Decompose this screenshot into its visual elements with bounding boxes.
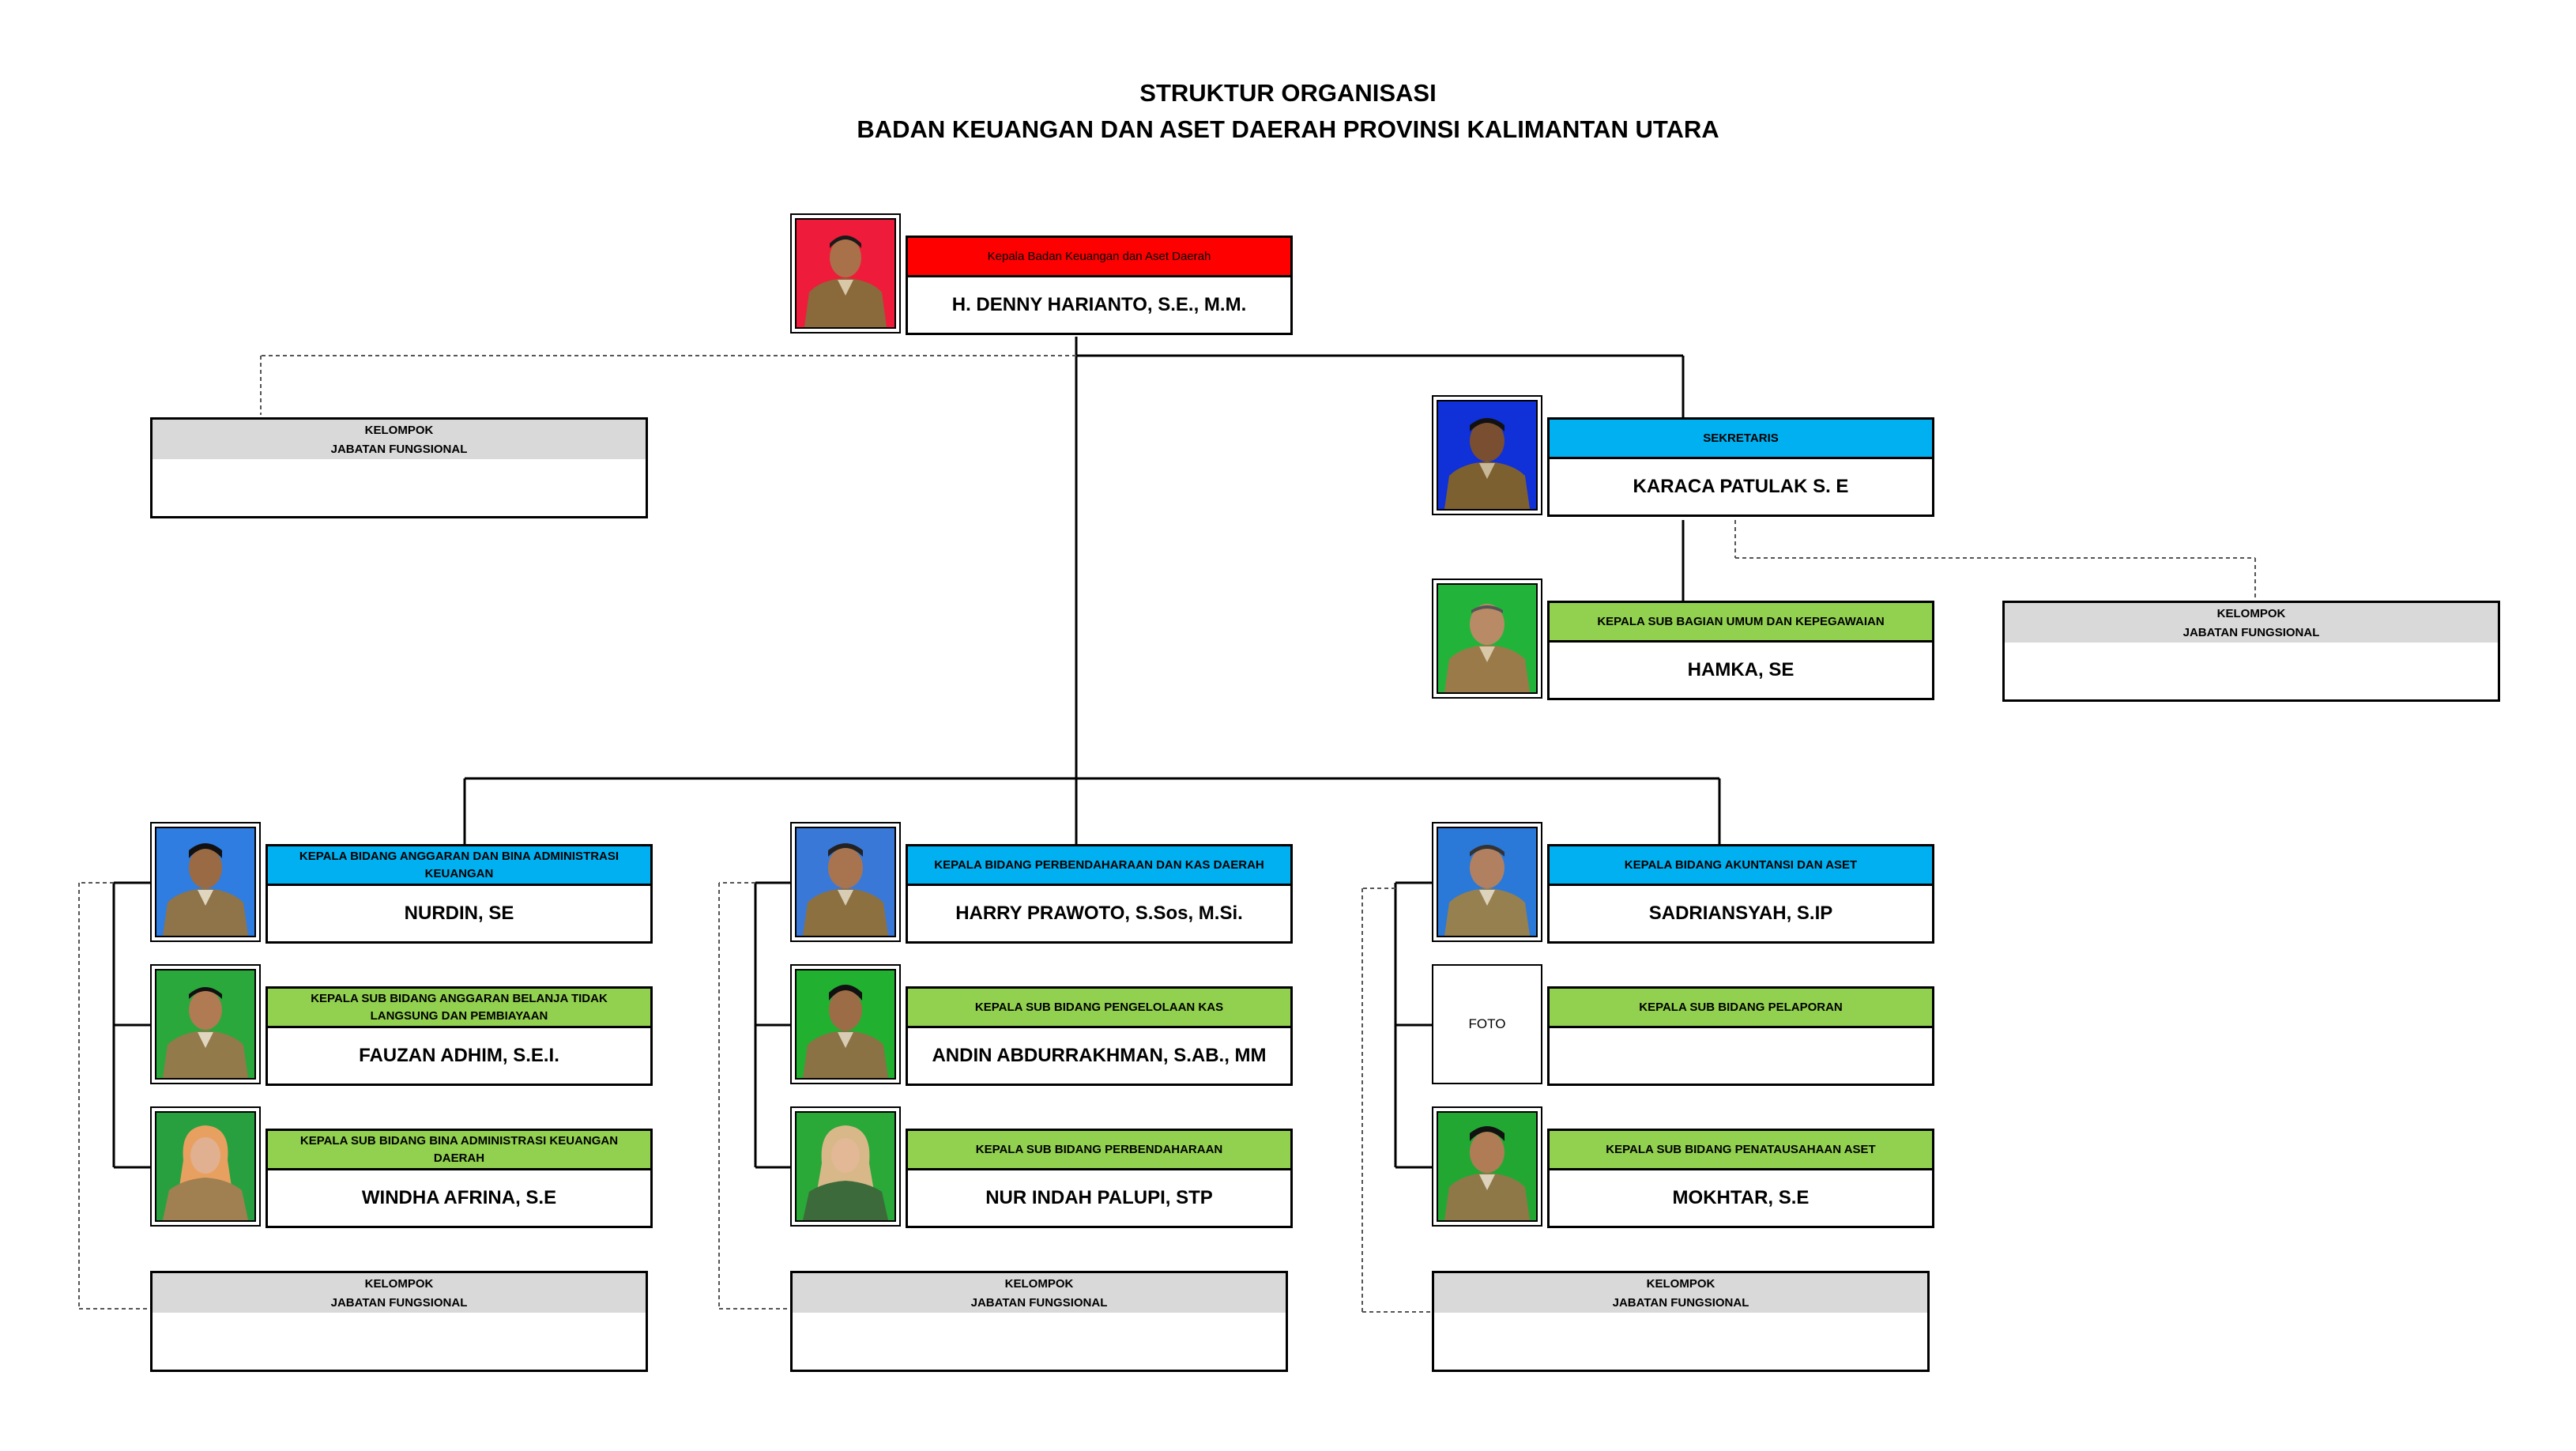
akuntansi-head-photo (1432, 822, 1542, 942)
akuntansi-head-box: KEPALA BIDANG AKUNTANSI DAN ASET SADRIAN… (1547, 844, 1934, 944)
kelompok-anggaran: KELOMPOK JABATAN FUNGSIONAL (150, 1271, 648, 1372)
anggaran-sub2-role: KEPALA SUB BIDANG BINA ADMINISTRASI KEUA… (268, 1131, 650, 1170)
subbag-umum-name: HAMKA, SE (1687, 659, 1795, 680)
kelompok-line1: KELOMPOK (364, 424, 434, 437)
chart-title: STRUKTUR ORGANISASI (1139, 79, 1437, 107)
sekretaris-name: KARACA PATULAK S. E (1633, 476, 1849, 497)
perbendaharaan-sub2-name: NUR INDAH PALUPI, STP (985, 1187, 1213, 1208)
sekretaris-role: SEKRETARIS (1550, 420, 1932, 459)
akuntansi-sub2-role: KEPALA SUB BIDANG PENATAUSAHAAN ASET (1550, 1131, 1932, 1170)
kelompok-sekretaris: KELOMPOK JABATAN FUNGSIONAL (2002, 601, 2500, 702)
akuntansi-sub2-box: KEPALA SUB BIDANG PENATAUSAHAAN ASET MOK… (1547, 1129, 1934, 1228)
perbendaharaan-sub2-role: KEPALA SUB BIDANG PERBENDAHARAAN (908, 1131, 1290, 1170)
subbag-umum-role: KEPALA SUB BAGIAN UMUM DAN KEPEGAWAIAN (1550, 603, 1932, 643)
anggaran-sub2-photo (150, 1106, 261, 1227)
kepala-box: Kepala Badan Keuangan dan Aset Daerah H.… (906, 236, 1293, 335)
anggaran-sub2-name: WINDHA AFRINA, S.E (361, 1187, 557, 1208)
akuntansi-head-role: KEPALA BIDANG AKUNTANSI DAN ASET (1550, 846, 1932, 886)
sekretaris-box: SEKRETARIS KARACA PATULAK S. E (1547, 417, 1934, 517)
perbendaharaan-head-role: KEPALA BIDANG PERBENDAHARAAN DAN KAS DAE… (908, 846, 1290, 886)
kelompok-line2: JABATAN FUNGSIONAL (970, 1296, 1108, 1310)
akuntansi-sub1-photo-placeholder: FOTO (1432, 964, 1542, 1084)
anggaran-head-name: NURDIN, SE (404, 903, 514, 924)
sekretaris-photo (1432, 395, 1542, 515)
akuntansi-sub1-role: KEPALA SUB BIDANG PELAPORAN (1550, 989, 1932, 1028)
kelompok-line2: JABATAN FUNGSIONAL (2182, 626, 2320, 639)
akuntansi-sub1-name (1550, 1028, 1932, 1084)
kelompok-line2: JABATAN FUNGSIONAL (330, 443, 468, 456)
perbendaharaan-head-name: HARRY PRAWOTO, S.Sos, M.Si. (955, 903, 1243, 924)
akuntansi-head-name: SADRIANSYAH, S.IP (1648, 903, 1833, 924)
perbendaharaan-sub1-photo (790, 964, 901, 1084)
kelompok-line1: KELOMPOK (1004, 1277, 1074, 1291)
kelompok-kepala: KELOMPOK JABATAN FUNGSIONAL (150, 417, 648, 518)
perbendaharaan-head-box: KEPALA BIDANG PERBENDAHARAAN DAN KAS DAE… (906, 844, 1293, 944)
akuntansi-sub1-box: KEPALA SUB BIDANG PELAPORAN (1547, 986, 1934, 1086)
perbendaharaan-sub2-photo (790, 1106, 901, 1227)
kelompok-line1: KELOMPOK (364, 1277, 434, 1291)
kelompok-line1: KELOMPOK (1646, 1277, 1715, 1291)
chart-subtitle: BADAN KEUANGAN DAN ASET DAERAH PROVINSI … (857, 115, 1719, 143)
anggaran-sub1-photo (150, 964, 261, 1084)
kelompok-line1: KELOMPOK (2216, 607, 2286, 620)
anggaran-sub1-name: FAUZAN ADHIM, S.E.I. (359, 1045, 559, 1066)
anggaran-sub1-role: KEPALA SUB BIDANG ANGGARAN BELANJA TIDAK… (268, 989, 650, 1028)
subbag-umum-box: KEPALA SUB BAGIAN UMUM DAN KEPEGAWAIAN H… (1547, 601, 1934, 700)
anggaran-head-photo (150, 822, 261, 942)
subbag-umum-photo (1432, 579, 1542, 699)
foto-placeholder-label: FOTO (1468, 1016, 1506, 1031)
kepala-photo (790, 213, 901, 334)
perbendaharaan-sub1-box: KEPALA SUB BIDANG PENGELOLAAN KAS ANDIN … (906, 986, 1293, 1086)
kepala-name: H. DENNY HARIANTO, S.E., M.M. (951, 294, 1247, 315)
akuntansi-sub2-photo (1432, 1106, 1542, 1227)
kelompok-perbendaharaan: KELOMPOK JABATAN FUNGSIONAL (790, 1271, 1288, 1372)
anggaran-sub2-box: KEPALA SUB BIDANG BINA ADMINISTRASI KEUA… (266, 1129, 653, 1228)
akuntansi-sub2-name: MOKHTAR, S.E (1672, 1187, 1810, 1208)
perbendaharaan-sub2-box: KEPALA SUB BIDANG PERBENDAHARAAN NUR IND… (906, 1129, 1293, 1228)
anggaran-sub1-box: KEPALA SUB BIDANG ANGGARAN BELANJA TIDAK… (266, 986, 653, 1086)
anggaran-head-box: KEPALA BIDANG ANGGARAN DAN BINA ADMINIST… (266, 844, 653, 944)
kelompok-akuntansi: KELOMPOK JABATAN FUNGSIONAL (1432, 1271, 1930, 1372)
kelompok-line2: JABATAN FUNGSIONAL (1612, 1296, 1749, 1310)
anggaran-head-role: KEPALA BIDANG ANGGARAN DAN BINA ADMINIST… (268, 846, 650, 886)
kelompok-line2: JABATAN FUNGSIONAL (330, 1296, 468, 1310)
perbendaharaan-sub1-role: KEPALA SUB BIDANG PENGELOLAAN KAS (908, 989, 1290, 1028)
perbendaharaan-head-photo (790, 822, 901, 942)
kepala-role: Kepala Badan Keuangan dan Aset Daerah (908, 238, 1290, 277)
perbendaharaan-sub1-name: ANDIN ABDURRAKHMAN, S.AB., MM (932, 1045, 1267, 1066)
